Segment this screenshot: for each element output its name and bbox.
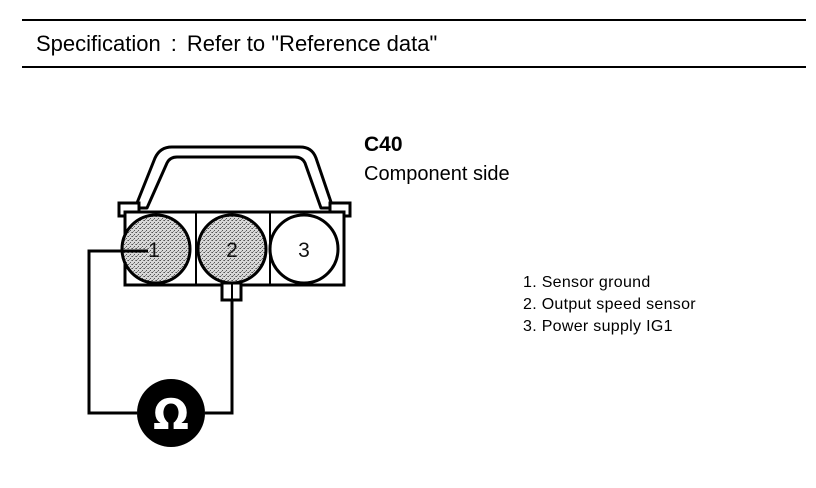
test-lead-right [205, 300, 234, 415]
test-lead-left [87, 249, 148, 415]
pin-3-label: 3 [298, 239, 310, 262]
pin-3-circle [268, 213, 340, 285]
pin-1-label: 1 [148, 239, 160, 262]
connector-latch [133, 145, 335, 210]
specification-label: Specification [36, 31, 161, 56]
connector-id: C40 [364, 133, 403, 156]
ohmmeter-icon [137, 379, 205, 447]
legend-item: 2. Output speed sensor [523, 296, 696, 313]
specification-separator: : [170, 31, 177, 56]
header-top-rule [22, 19, 806, 21]
pin-1-circle [120, 213, 192, 285]
legend-item: 1. Sensor ground [523, 274, 651, 291]
legend-item: 3. Power supply IG1 [523, 318, 673, 335]
specification-value: Refer to "Reference data" [186, 31, 438, 56]
connector-view: Component side [364, 163, 510, 185]
ohmmeter-symbol: Ω [153, 390, 189, 439]
specification-line: Specification: Refer to "Reference data" [36, 31, 437, 57]
pin-2-label: 2 [226, 239, 238, 262]
header-bottom-rule [22, 66, 806, 68]
pin-legend: 1. Sensor ground 2. Output speed sensor … [523, 272, 696, 338]
